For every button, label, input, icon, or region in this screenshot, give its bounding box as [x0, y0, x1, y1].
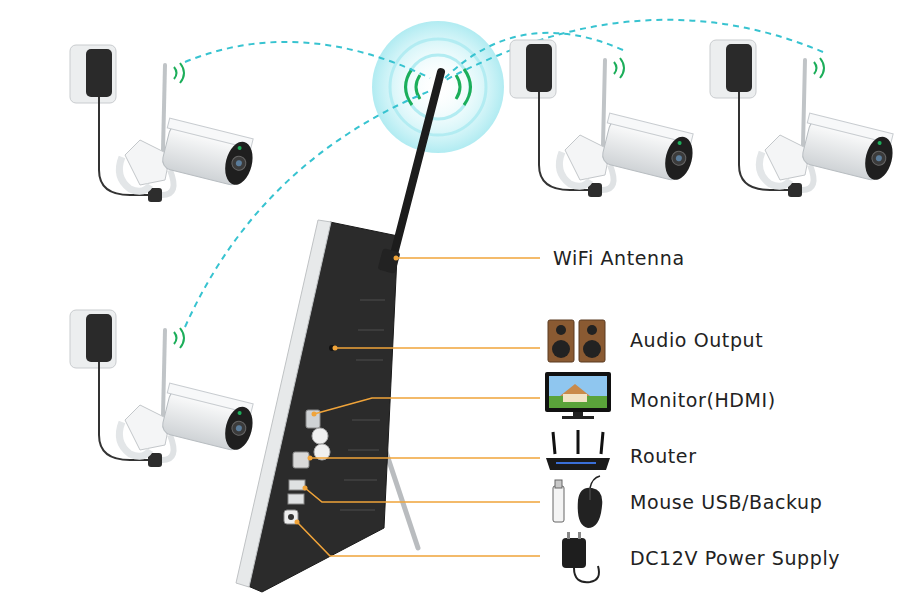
dc-pin [288, 514, 294, 520]
wireless-camera [70, 310, 258, 467]
speaker-icon [548, 320, 605, 362]
antenna-base [377, 248, 400, 274]
leader-lines [297, 258, 540, 556]
power-adapter-icon [562, 532, 599, 582]
port-label: DC12V Power Supply [630, 547, 840, 570]
leader-dots [295, 256, 399, 525]
router-icon [546, 430, 610, 470]
port-cap [312, 428, 328, 444]
port-label: Audio Output [630, 329, 763, 352]
lan-port [293, 452, 309, 468]
monitor-icon [545, 372, 611, 419]
wireless-camera [710, 40, 898, 197]
port-label: WiFi Antenna [553, 247, 685, 270]
port-label: Monitor(HDMI) [630, 389, 776, 412]
nvr-bezel [236, 220, 331, 587]
mouse-usb-icon [553, 476, 602, 528]
usb-port [288, 494, 304, 504]
wifi-antenna [392, 72, 441, 262]
wireless-camera [510, 40, 698, 197]
wireless-camera [70, 45, 258, 202]
port-label: Mouse USB/Backup [630, 491, 822, 514]
nvr-body [248, 222, 398, 592]
port-label: Router [630, 445, 697, 468]
